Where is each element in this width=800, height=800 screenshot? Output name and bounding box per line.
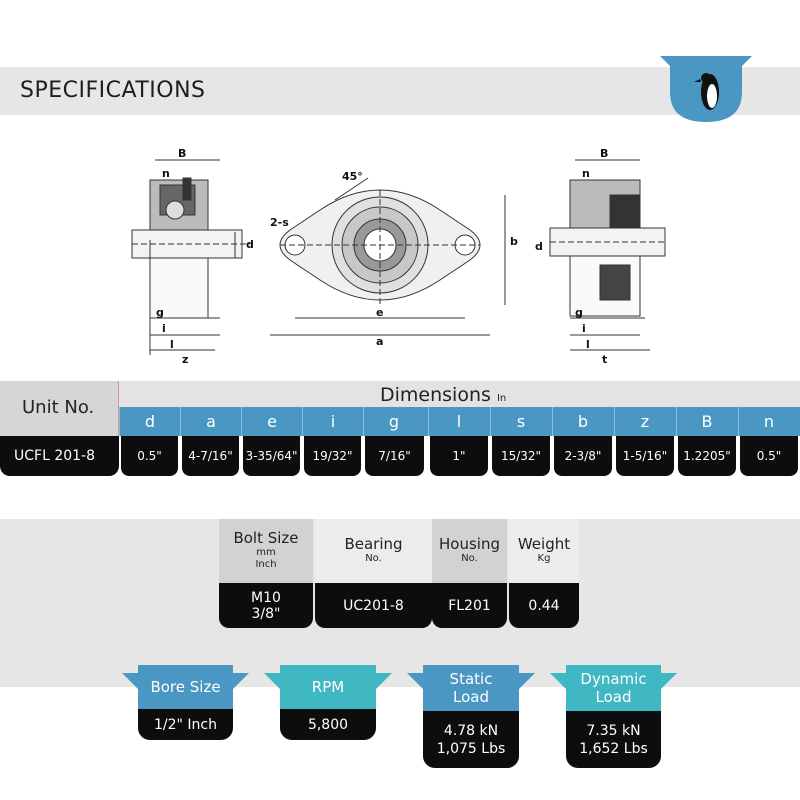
col-head-l: l [428,407,489,436]
val-e: 3-35/64" [243,436,300,476]
val-B: 1.2205" [678,436,736,476]
technical-drawing: B n d g i l z 45° 2-s b e a B n d g i l … [131,147,666,366]
label-d-left: d [246,238,254,251]
val-z: 1-5/16" [616,436,674,476]
static-load-header: Static Load [407,665,535,711]
label-d-right: d [535,240,543,253]
dimension-columns-row [119,407,800,436]
label-l-left: l [170,338,174,351]
val-s: 15/32" [492,436,550,476]
rpm-header: RPM [264,665,392,709]
label-b: b [510,235,518,248]
label-n-right: n [582,167,590,180]
label-z-left: z [182,353,188,366]
housing-header: Housing No. [432,519,507,583]
dimensions-unit: In [496,393,507,404]
label-a: a [376,335,383,348]
unit-no-header: Unit No. [0,381,119,436]
side-view-left [131,159,250,355]
col-head-e: e [241,407,302,436]
page-title: SPECIFICATIONS [20,78,206,103]
weight-value: 0.44 [509,583,579,628]
static-load-value: 4.78 kN 1,075 Lbs [423,711,519,768]
col-head-g: g [363,407,424,436]
col-head-s: s [490,407,551,436]
label-g-left: g [156,306,164,319]
col-head-a: a [180,407,241,436]
side-view-right [549,159,666,351]
bore-size-header: Bore Size [122,665,249,709]
col-head-z: z [614,407,675,436]
label-e: e [376,306,383,319]
dynamic-load-value: 7.35 kN 1,652 Lbs [566,711,661,768]
val-b: 2-3/8" [554,436,612,476]
val-g: 7/16" [365,436,424,476]
label-t-right: t [602,353,607,366]
col-head-d: d [119,407,180,436]
label-B-right: B [600,147,608,160]
label-holes: 2-s [270,216,289,229]
front-view [270,177,506,336]
header-band [0,67,800,115]
bolt-size-value: M10 3/8" [219,583,313,628]
val-n: 0.5" [740,436,798,476]
label-i-left: i [162,322,166,335]
dimensions-band [0,381,800,407]
label-g-right: g [575,306,583,319]
dynamic-load-header: Dynamic Load [550,665,677,711]
weight-header: Weight Kg [509,519,579,583]
val-d: 0.5" [121,436,178,476]
bearing-value: UC201-8 [315,583,432,628]
label-n-left: n [162,167,170,180]
unit-no-value: UCFL 201-8 [0,436,119,476]
label-angle: 45° [342,170,363,183]
bore-size-value: 1/2" Inch [138,709,233,740]
col-head-b: b [552,407,613,436]
col-head-n: n [738,407,799,436]
bearing-header: Bearing No. [315,519,432,583]
rpm-value: 5,800 [280,709,376,740]
housing-value: FL201 [432,583,507,628]
penguin-logo-icon [660,56,752,122]
col-head-B: B [676,407,737,436]
bolt-size-header: Bolt Size mm Inch [219,519,313,583]
col-head-i: i [302,407,363,436]
label-l-right: l [586,338,590,351]
label-B-left: B [178,147,186,160]
val-l: 1" [430,436,488,476]
val-i: 19/32" [304,436,361,476]
val-a: 4-7/16" [182,436,239,476]
label-i-right: i [582,322,586,335]
dimensions-title: Dimensions In [380,384,507,406]
